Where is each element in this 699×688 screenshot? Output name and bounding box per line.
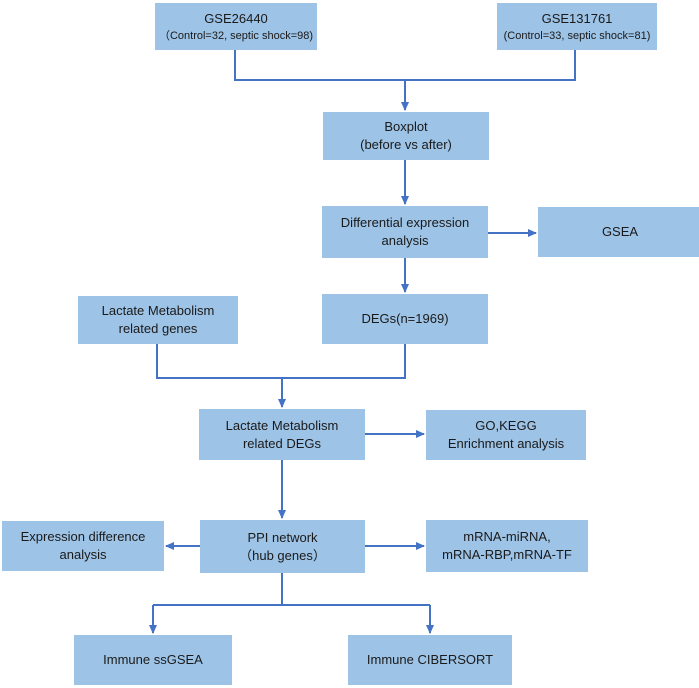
node-gse26440-title: GSE26440 xyxy=(204,10,268,26)
node-cibersort-title: Immune CIBERSORT xyxy=(366,652,494,667)
node-differential-subtitle: analysis xyxy=(381,233,429,248)
node-immune-cibersort: Immune CIBERSORT xyxy=(348,635,512,685)
node-go-kegg-subtitle: Enrichment analysis xyxy=(447,436,565,451)
node-differential-title: Differential expression xyxy=(340,215,470,230)
node-gse131761-title: GSE131761 xyxy=(541,10,613,26)
node-lactate-degs-subtitle: related DEGs xyxy=(242,435,322,451)
node-gse26440: GSE26440 （Control=32, septic shock=98) xyxy=(155,3,317,50)
node-go-kegg-title: GO,KEGG xyxy=(475,418,537,433)
node-degs: DEGs(n=1969) xyxy=(322,294,488,344)
connector-gse26440-merge xyxy=(234,50,576,81)
node-expression-difference: Expression difference analysis xyxy=(2,521,164,571)
node-go-kegg: GO,KEGG Enrichment analysis xyxy=(426,410,586,460)
node-mrna-subtitle: mRNA-RBP,mRNA-TF xyxy=(442,547,572,562)
node-lactate-genes-title: Lactate Metabolism xyxy=(101,303,215,318)
node-mrna-interactions: mRNA-miRNA, mRNA-RBP,mRNA-TF xyxy=(426,520,588,572)
node-lactate-genes-subtitle: related genes xyxy=(118,321,198,336)
node-gsea-title: GSEA xyxy=(601,224,639,239)
node-lactate-degs-title: Lactate Metabolism xyxy=(225,417,339,433)
node-gse131761-subtitle: (Control=33, septic shock=81) xyxy=(503,29,651,42)
node-expression-diff-subtitle: analysis xyxy=(59,547,107,562)
node-boxplot-subtitle: (before vs after) xyxy=(360,137,452,152)
node-immune-ssgsea: Immune ssGSEA xyxy=(74,635,232,685)
node-ppi-network: PPI network （hub genes） xyxy=(200,520,365,573)
node-gse131761: GSE131761 (Control=33, septic shock=81) xyxy=(497,3,657,50)
node-lactate-metabolism-degs: Lactate Metabolism related DEGs xyxy=(199,409,365,460)
node-boxplot: Boxplot (before vs after) xyxy=(323,112,489,160)
node-ppi-subtitle: （hub genes） xyxy=(239,547,326,563)
node-ssgsea-title: Immune ssGSEA xyxy=(103,652,203,667)
node-lactate-metabolism-genes: Lactate Metabolism related genes xyxy=(78,296,238,344)
node-differential-expression: Differential expression analysis xyxy=(322,206,488,258)
node-expression-diff-title: Expression difference xyxy=(20,529,146,544)
node-degs-title: DEGs(n=1969) xyxy=(361,311,449,326)
node-mrna-title: mRNA-miRNA, xyxy=(463,529,551,544)
node-boxplot-title: Boxplot xyxy=(384,119,428,134)
connector-lactate-degs-merge xyxy=(156,344,406,379)
node-gsea: GSEA xyxy=(538,207,699,257)
node-gse26440-subtitle: （Control=32, septic shock=98) xyxy=(158,29,314,42)
node-ppi-title: PPI network xyxy=(247,529,318,545)
